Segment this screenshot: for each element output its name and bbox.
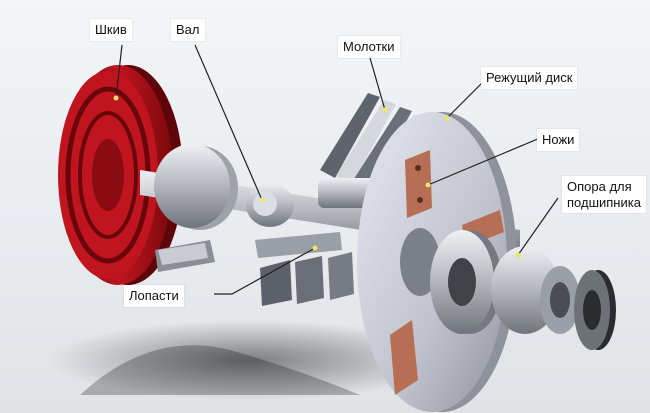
label-knives: Ножи [537,129,580,151]
ground-shadow [50,320,450,400]
bearing-support-part [430,230,616,350]
bearing-support-leader [517,197,559,256]
pulley-part [58,65,183,285]
label-pulley: Шкив [90,19,132,41]
blades-leader [214,247,316,295]
knives-leader [427,137,541,186]
label-shaft: Вал [171,19,205,41]
pulley-bracket [155,240,215,272]
label-bearing-support-line1: Опора для [567,179,632,194]
hammers-leader [369,57,386,111]
label-cutting-disk: Режущий диск [481,67,578,89]
label-blades: Лопасти [124,285,184,307]
label-hammers: Молотки [338,36,400,58]
leader-dots [113,95,521,258]
blades-part [255,232,354,306]
cutting-disk-leader [446,79,486,119]
pulley-leader [115,44,123,99]
label-bearing-support-line2: подшипника [567,194,641,210]
leader-lines [115,44,559,295]
label-bearing-support: Опора для подшипника [562,176,646,214]
shaft-leader [194,44,263,201]
